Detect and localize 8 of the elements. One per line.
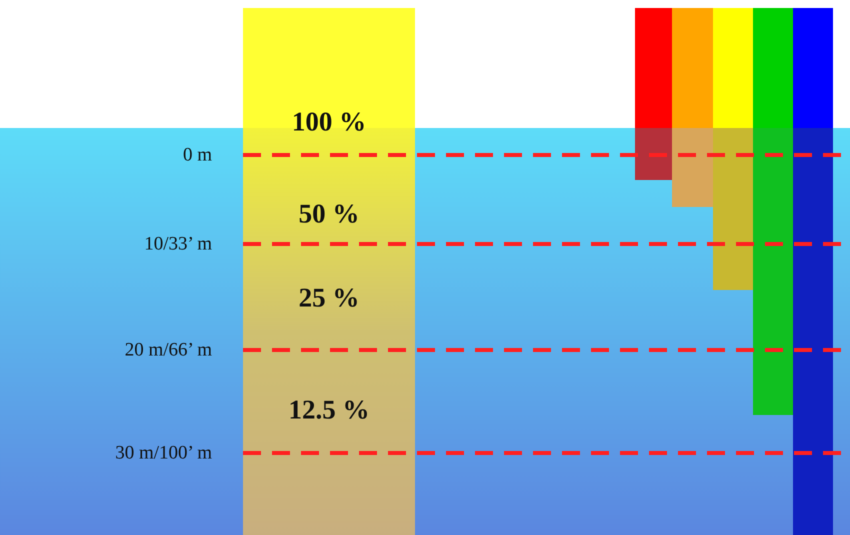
light-percentage: 50 % [298,200,360,228]
depth-label: 30 m/100’ m [115,444,212,462]
light-percentage: 100 % [292,108,366,136]
depth-label: 0 m [182,146,212,164]
light-percentage: 12.5 % [288,396,370,424]
light-percentage: 25 % [298,284,360,312]
depth-label: 20 m/66’ m [124,340,212,360]
depth-label: 10/33’ m [144,234,212,254]
